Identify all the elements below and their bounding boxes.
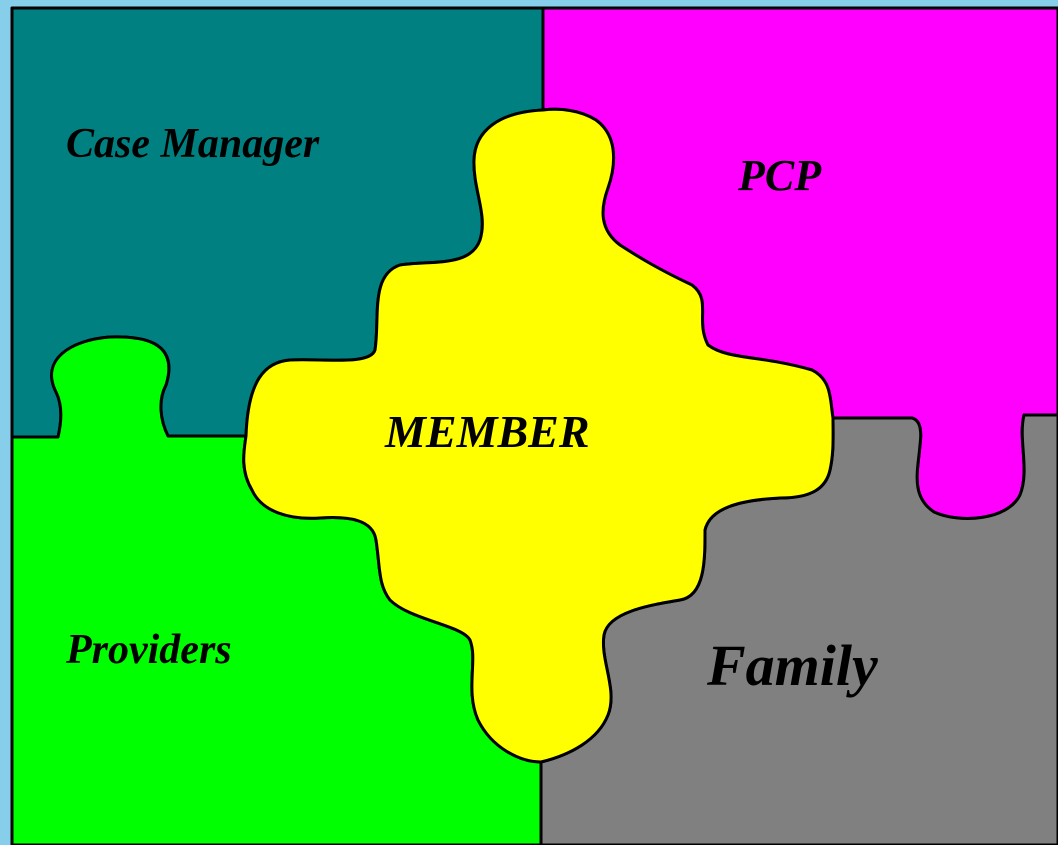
pcp-label: PCP bbox=[738, 151, 822, 200]
providers-label: Providers bbox=[66, 627, 232, 673]
member-piece bbox=[242, 107, 835, 764]
case-manager-label: Case Manager bbox=[66, 121, 320, 167]
family-label: Family bbox=[707, 633, 878, 698]
member-label: MEMBER bbox=[385, 406, 590, 457]
